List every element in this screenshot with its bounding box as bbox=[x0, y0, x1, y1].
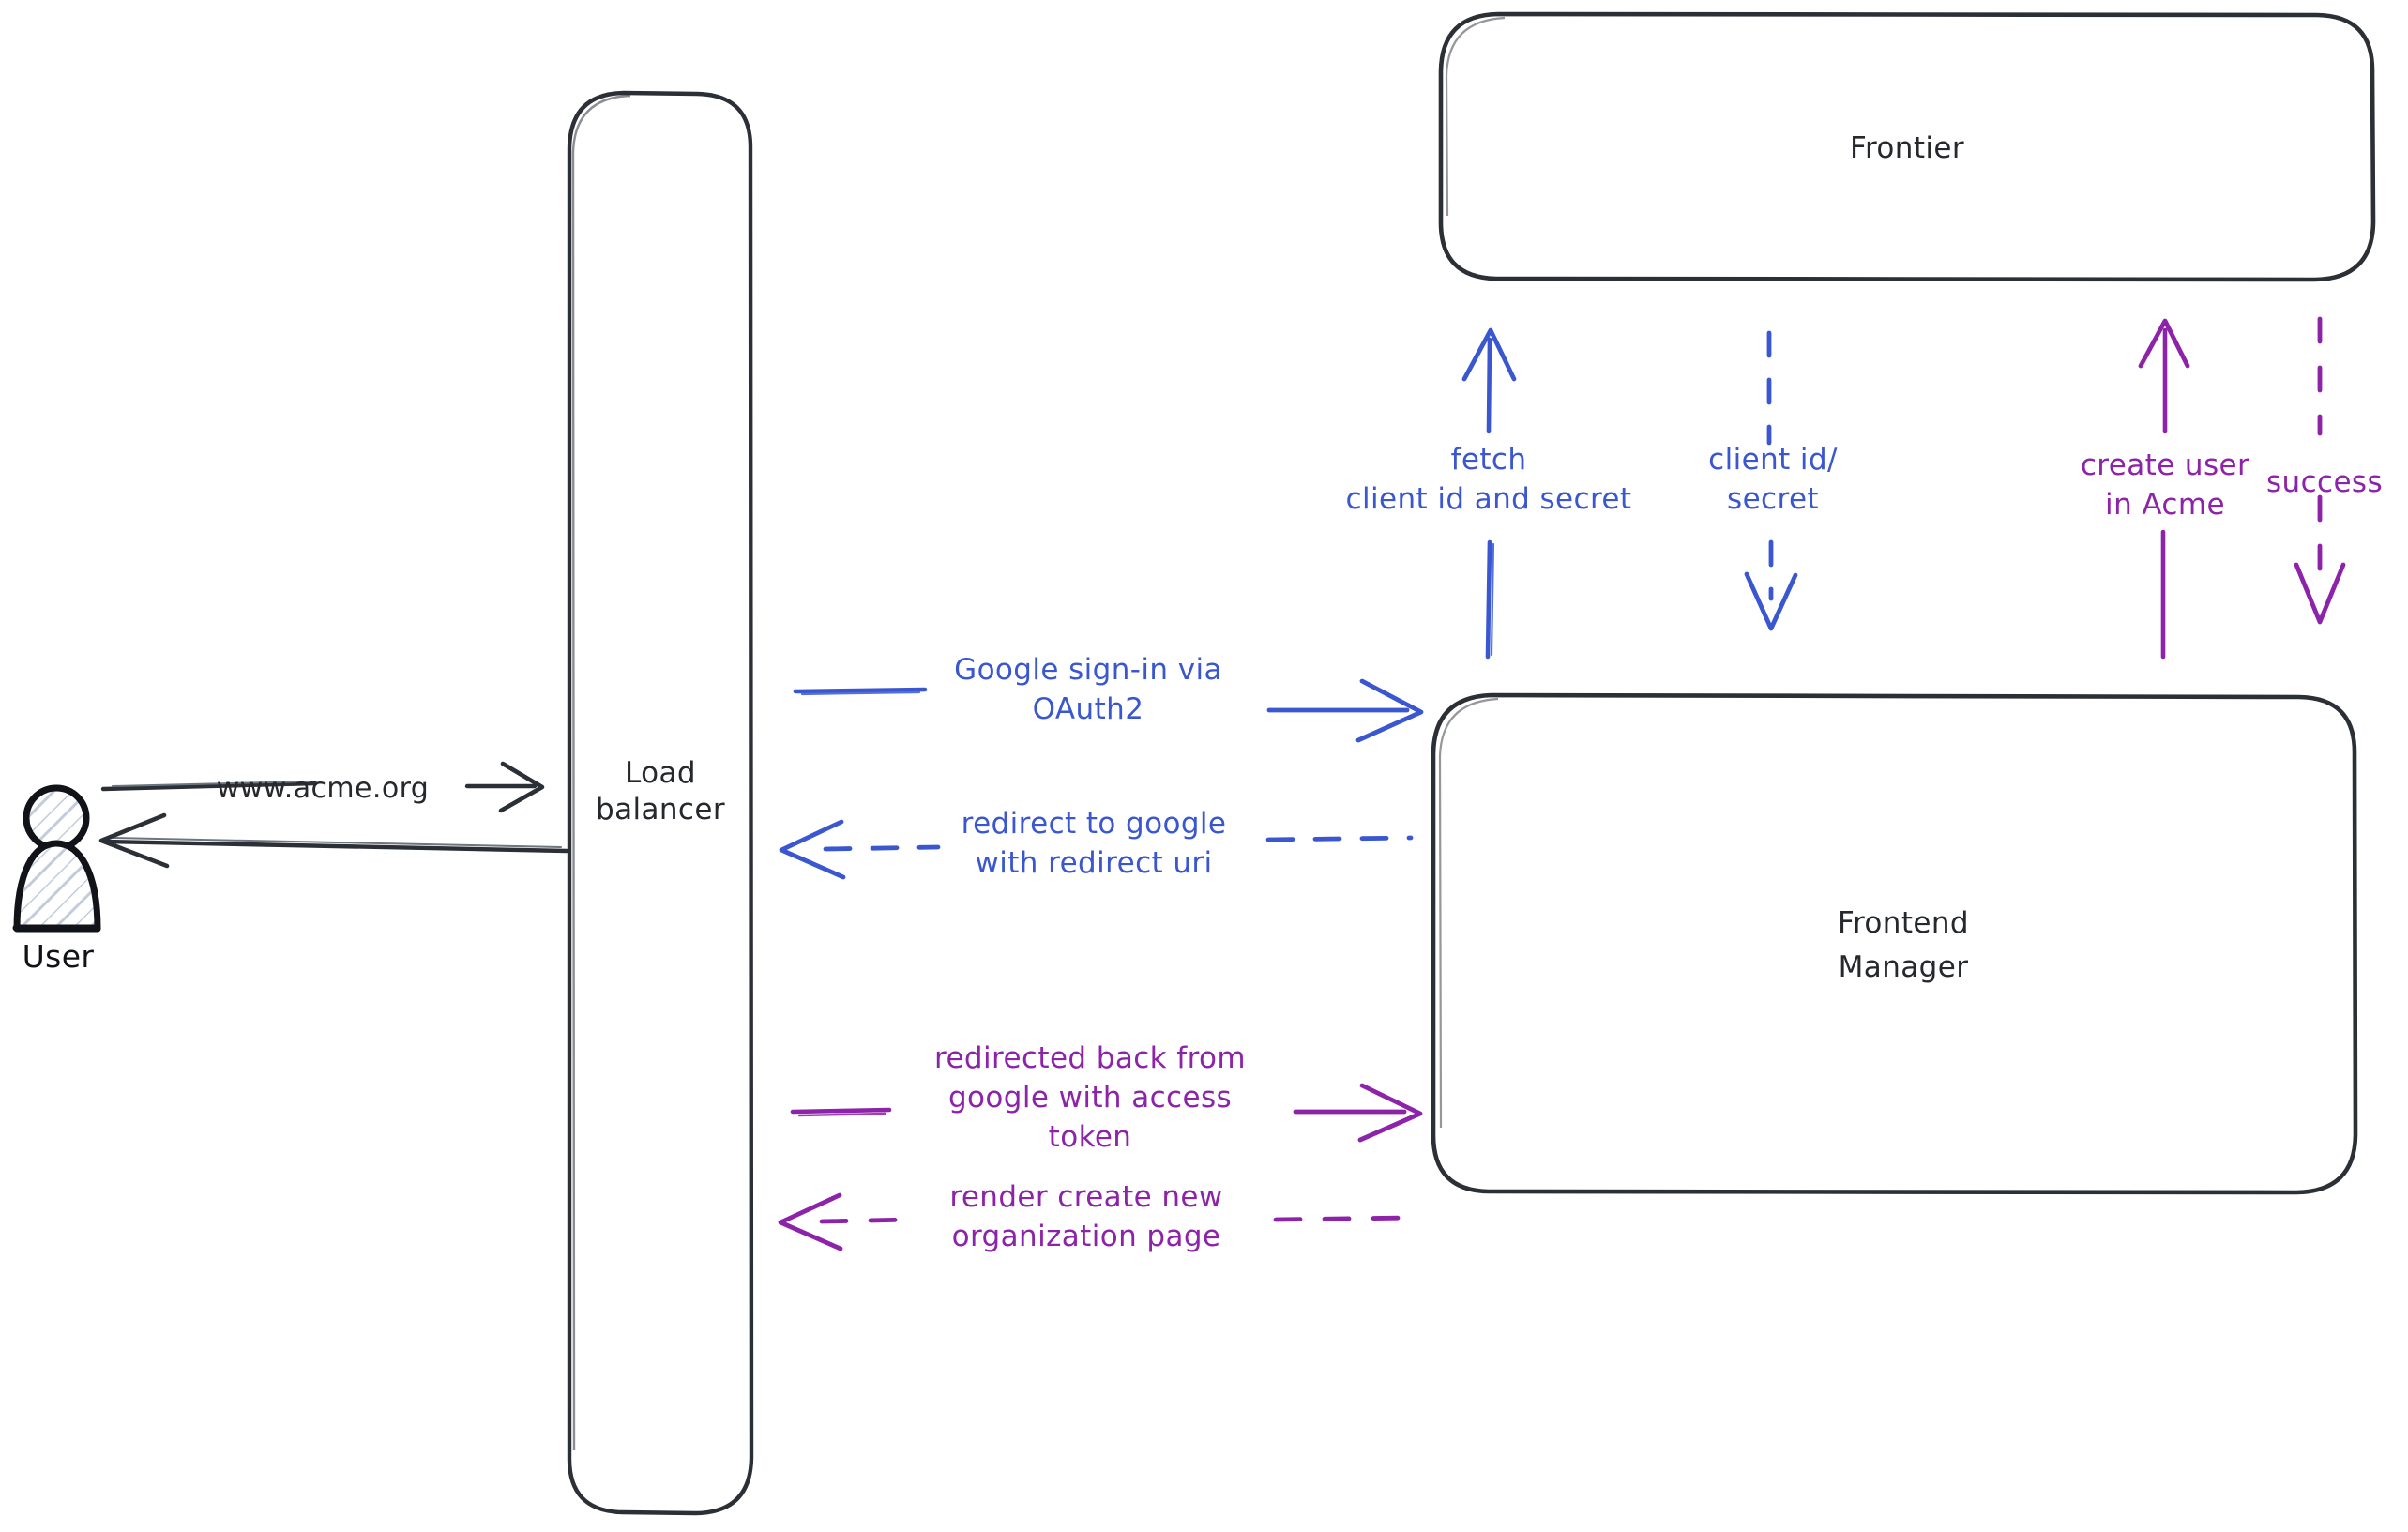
edge-create-user-in-acme bbox=[2138, 318, 2190, 660]
edge-label-success: success bbox=[2265, 465, 2384, 499]
edge-label-redirect-line1: redirect to google bbox=[961, 807, 1227, 841]
frontend-manager-label-line2: Manager bbox=[1838, 950, 1969, 984]
frontier-label: Frontier bbox=[1849, 131, 1965, 165]
edge-label-signin-line1: Google sign-in via bbox=[954, 653, 1222, 687]
edge-label-token-line2: google with access bbox=[947, 1081, 1233, 1115]
edge-success bbox=[2294, 316, 2346, 625]
edge-render-create-new-organization-page bbox=[778, 1192, 1414, 1251]
edge-user-to-load-balancer bbox=[100, 761, 545, 813]
edge-label-redirect-line2: with redirect uri bbox=[975, 846, 1213, 880]
frontend-manager-shape bbox=[1431, 692, 2358, 1195]
edge-label-render-line1: render create new bbox=[949, 1180, 1223, 1214]
load-balancer-label-line2: balancer bbox=[596, 793, 725, 827]
edge-client-id-secret bbox=[1744, 330, 1798, 631]
edge-label-create-user-line2: in Acme bbox=[2105, 488, 2225, 522]
edge-label-token-line3: token bbox=[1048, 1120, 1132, 1154]
edge-label-create-user-line1: create user bbox=[2080, 448, 2250, 482]
load-balancer-label-line1: Load bbox=[625, 756, 696, 790]
edge-label-signin-line2: OAuth2 bbox=[1032, 692, 1144, 726]
edge-label-creds-line2: secret bbox=[1727, 482, 1819, 516]
edge-load-balancer-to-user bbox=[98, 812, 569, 869]
edge-label-fetch-line1: fetch bbox=[1450, 443, 1527, 477]
edge-redirect-to-google bbox=[779, 819, 1414, 880]
edge-google-signin-oauth2 bbox=[793, 678, 1424, 743]
load-balancer-shape bbox=[567, 90, 754, 1516]
edge-label-fetch-line2: client id and secret bbox=[1345, 482, 1632, 516]
edge-label-creds-line1: client id/ bbox=[1708, 443, 1838, 477]
person-icon bbox=[12, 784, 101, 933]
edge-redirected-back-with-access-token bbox=[790, 1083, 1423, 1143]
edge-label-acme-url: www.acme.org bbox=[216, 772, 430, 805]
frontier-shape bbox=[1438, 11, 2376, 282]
edge-label-token-line1: redirected back from bbox=[933, 1041, 1247, 1075]
edge-label-render-line2: organization page bbox=[951, 1220, 1221, 1253]
edge-fetch-client-id-and-secret bbox=[1461, 327, 1517, 660]
user-actor-label: User bbox=[22, 938, 95, 975]
frontend-manager-label-line1: Frontend bbox=[1837, 906, 1970, 940]
